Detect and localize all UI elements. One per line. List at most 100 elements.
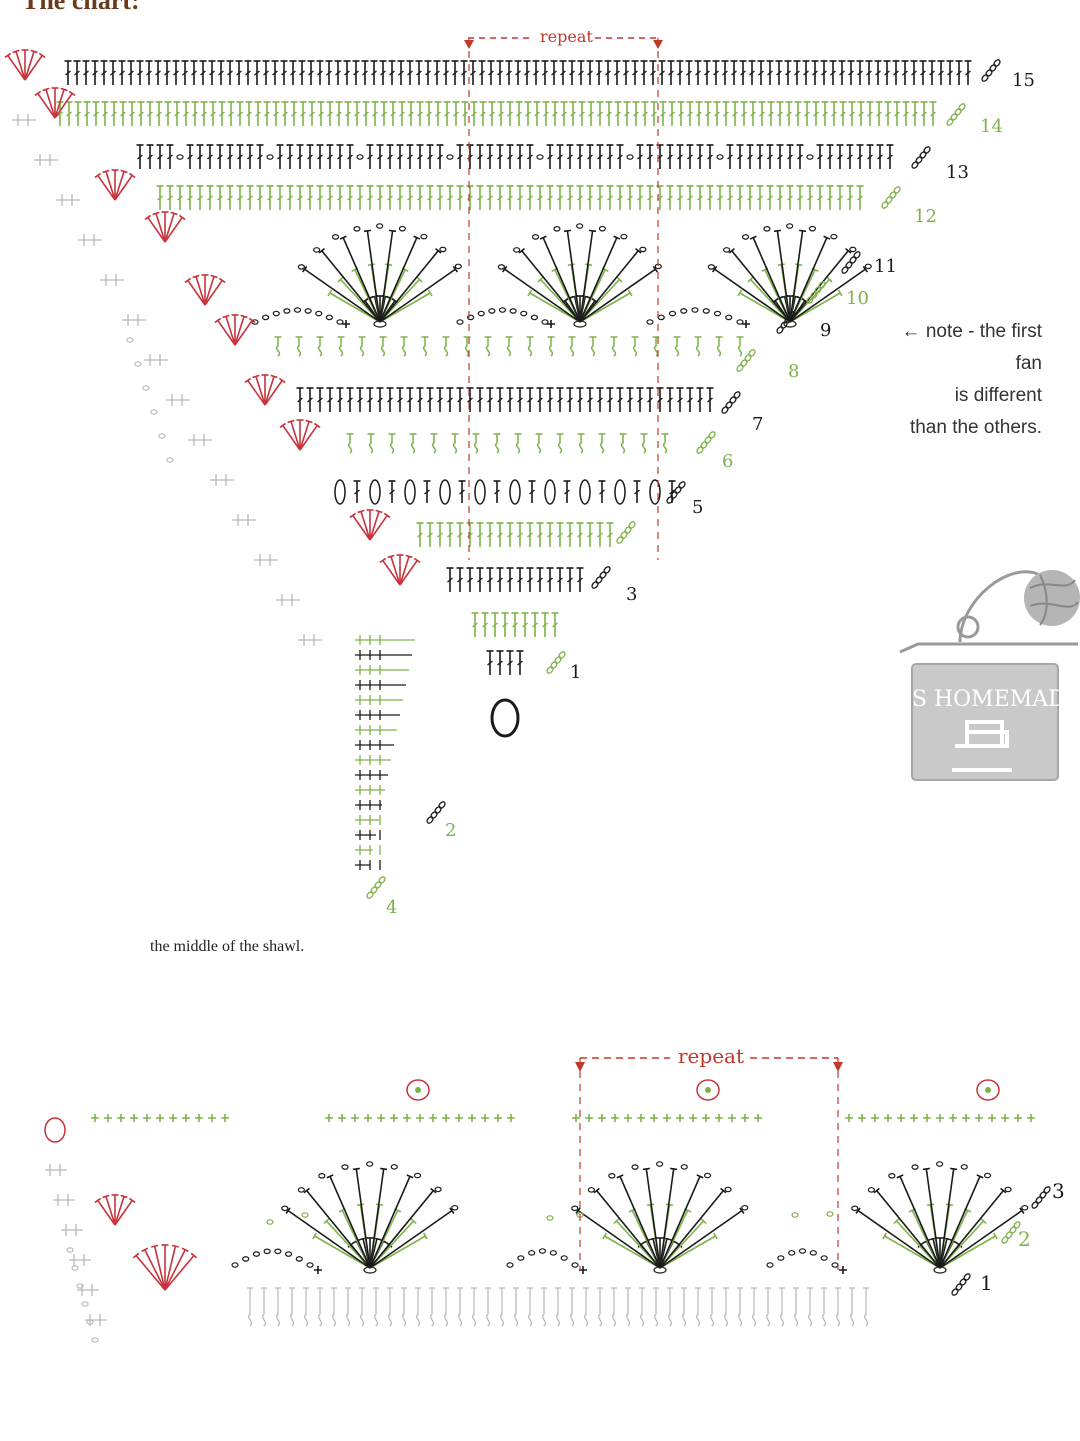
stitch-slash <box>677 154 683 160</box>
dc-stitch <box>271 60 279 85</box>
dc-stitch <box>436 144 444 169</box>
stitch-slash <box>807 195 813 201</box>
chain-stitch <box>528 1250 536 1256</box>
grey-base-stitch <box>247 1287 253 1327</box>
chain-curl-link <box>951 1288 959 1296</box>
dc-stitch <box>596 387 604 412</box>
dc-stitch <box>235 60 243 85</box>
chain-stitch <box>608 1173 616 1179</box>
dc-stitch <box>397 60 405 85</box>
chain-stitch <box>390 1164 398 1170</box>
fan-spoke-top <box>184 277 192 284</box>
stitch-slash <box>381 111 387 117</box>
stitch-slash <box>634 489 640 495</box>
dc-stitch <box>686 185 694 210</box>
single-crochet <box>663 1114 671 1122</box>
dc-stitch <box>136 144 144 169</box>
dc-stitch <box>623 101 631 126</box>
stitch-slash <box>372 111 378 117</box>
stitch-slash <box>647 397 653 403</box>
fan-spoke <box>355 1168 371 1269</box>
stitch-slash <box>255 111 261 117</box>
grey-base-stitch <box>723 1287 729 1327</box>
grey-edge-stitch <box>56 194 80 206</box>
stitch-slash <box>417 154 423 160</box>
fan-spoke <box>164 1246 177 1291</box>
stitch-slash <box>102 111 108 117</box>
dc-stitch <box>736 144 744 169</box>
dc-stitch <box>606 522 614 547</box>
stitch-slash <box>686 70 692 76</box>
chain-curl-link <box>893 186 901 194</box>
chain-stitch <box>541 319 549 325</box>
twisted-stitch <box>367 433 375 454</box>
stitch-slash <box>817 154 823 160</box>
chain-stitch <box>506 1262 514 1268</box>
dc-stitch <box>847 60 855 85</box>
dc-stitch <box>577 60 585 85</box>
chain-stitch <box>301 1212 309 1218</box>
chain-stitch <box>434 1186 442 1193</box>
chain-stitch <box>702 308 710 314</box>
stitch-slash <box>357 397 363 403</box>
stitch-slash <box>564 489 570 495</box>
dc-stitch <box>528 480 536 503</box>
stitch-slash <box>457 154 463 160</box>
chain-stitch <box>242 1256 250 1262</box>
dc-stitch <box>176 185 184 210</box>
chain-curl-link <box>810 291 818 299</box>
fan-spoke <box>752 237 791 323</box>
stitch-row <box>446 567 584 592</box>
fan-spoke-top <box>980 1218 987 1225</box>
single-crochet <box>314 1266 322 1274</box>
stitch-slash <box>173 70 179 76</box>
stitch-slash <box>517 397 523 403</box>
chain-stitch <box>446 154 454 160</box>
chain-stitch <box>274 1248 282 1255</box>
fan-motif <box>244 374 286 406</box>
chain-stitch <box>777 1255 785 1261</box>
dc-stitch <box>476 522 484 547</box>
sishomemade-logo: SIS HOMEMADE <box>888 570 1080 781</box>
fan-spoke-top <box>427 289 433 297</box>
dc-stitch <box>536 522 544 547</box>
fan-spoke-top <box>120 169 128 174</box>
chain-stitch <box>788 1250 796 1256</box>
chain-curl-link <box>603 566 611 574</box>
fan-spoke <box>714 268 791 323</box>
single-crochet <box>117 1114 125 1122</box>
chain-stitch <box>420 233 428 240</box>
chain-stitch <box>626 154 634 160</box>
dc-stitch <box>666 144 674 169</box>
single-crochet <box>637 1114 645 1122</box>
dc-stitch <box>236 185 244 210</box>
chain-curl-link <box>989 64 997 72</box>
stitch-slash <box>371 70 377 76</box>
stitch-slash <box>424 489 430 495</box>
dc-stitch <box>676 185 684 210</box>
chain-stitch <box>176 154 184 160</box>
dc-stitch <box>667 60 675 85</box>
stitch-slash <box>397 154 403 160</box>
dc-stitch <box>566 567 574 592</box>
dc-stitch <box>901 60 909 85</box>
row-number: 1 <box>570 662 581 683</box>
dc-stitch <box>546 522 554 547</box>
grey-edge-stitch <box>77 1284 99 1296</box>
dc-stitch <box>388 480 396 503</box>
stitch-slash <box>557 577 563 583</box>
stitch-slash <box>57 111 63 117</box>
stitch-slash <box>776 70 782 76</box>
fan-spoke-top <box>616 276 623 283</box>
dc-stitch <box>730 60 738 85</box>
fan-spoke-top <box>773 229 781 233</box>
dc-stitch <box>227 101 235 126</box>
fan-crown-chains <box>707 223 872 270</box>
stitch-slash <box>822 111 828 117</box>
fan-spoke <box>579 230 594 323</box>
stitch-slash <box>254 70 260 76</box>
stitch-slash <box>813 111 819 117</box>
stitch-slash <box>737 195 743 201</box>
fan-spoke-top <box>720 1187 727 1194</box>
chain-stitch <box>313 247 321 253</box>
